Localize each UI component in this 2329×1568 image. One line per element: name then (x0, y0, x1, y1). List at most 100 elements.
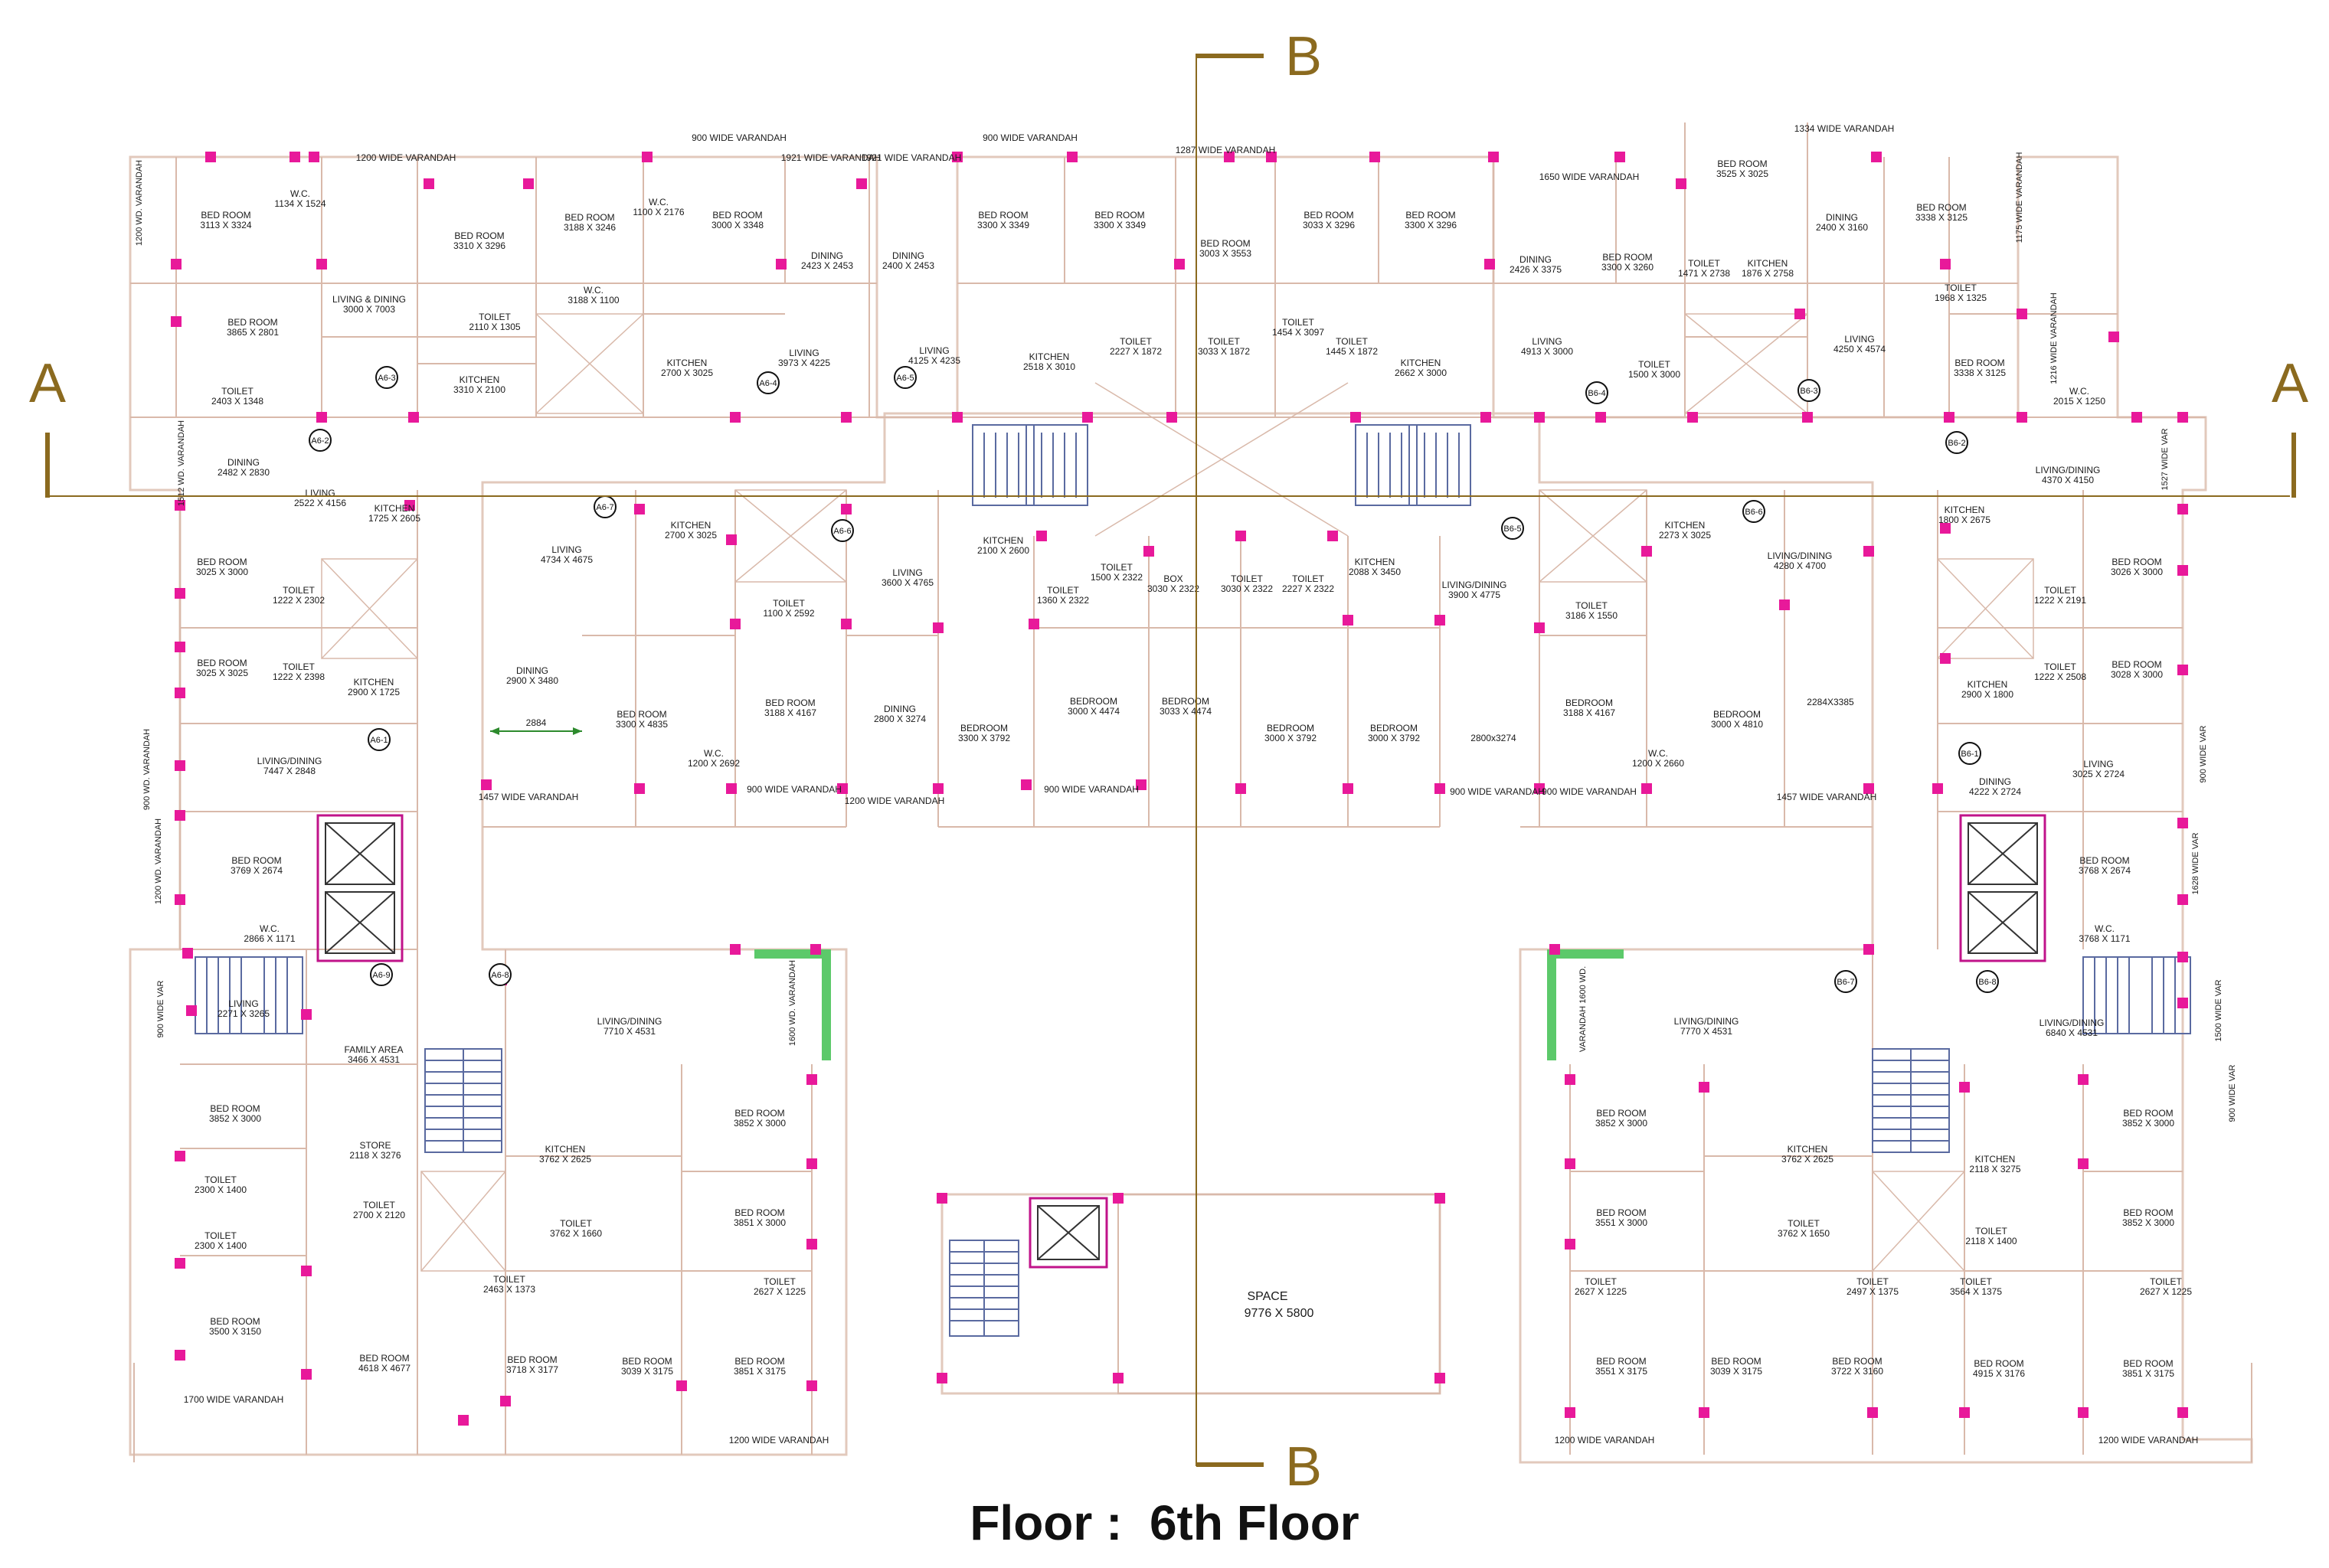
room-name: BED ROOM (507, 1354, 557, 1365)
door-marker (952, 152, 963, 162)
door-marker (676, 1380, 687, 1391)
unit-tag-label: A6-6 (833, 527, 851, 536)
unit-tag-label: B6-1 (1961, 750, 1978, 759)
room-name: BED ROOM (564, 212, 614, 223)
door-marker (730, 944, 741, 955)
room-dimension: 3500 X 3150 (209, 1326, 261, 1337)
room-name: BED ROOM (1200, 238, 1250, 249)
door-marker (1641, 783, 1652, 794)
room-dimension: 2227 X 1872 (1110, 346, 1162, 357)
door-marker (1534, 412, 1545, 423)
door-marker (2131, 412, 2142, 423)
door-marker (1699, 1082, 1709, 1093)
door-marker (1480, 412, 1491, 423)
room-name: KITCHEN (375, 503, 415, 514)
room-dimension: 3718 X 3177 (506, 1364, 558, 1375)
room-dimension: 3188 X 1100 (568, 295, 619, 305)
room-name: BED ROOM (1974, 1358, 2023, 1369)
door-marker (806, 1239, 817, 1250)
door-marker (642, 152, 653, 162)
door-marker (1434, 615, 1445, 626)
room-dimension: 2088 X 3450 (1349, 567, 1401, 577)
unit-tag-label: B6-4 (1588, 389, 1605, 398)
door-marker (1235, 531, 1246, 541)
room-dimension: 2866 X 1171 (244, 933, 295, 944)
room-name: TOILET (764, 1276, 796, 1287)
room-dimension: 2015 X 1250 (2053, 396, 2105, 407)
room-name: BEDROOM (1565, 697, 1613, 708)
door-marker (2078, 1074, 2089, 1085)
room-dimension: 1222 X 2508 (2034, 671, 2086, 682)
door-marker (1940, 653, 1951, 664)
door-marker (952, 412, 963, 423)
unit-tag-label: A6-3 (378, 374, 395, 383)
room-dimension: 3003 X 3553 (1199, 248, 1251, 259)
room-dimension: 3851 X 3175 (2122, 1368, 2174, 1379)
room-dimension: 2900 X 1800 (1961, 689, 2013, 700)
room-name: 1287 WIDE VARANDAH (1176, 145, 1275, 155)
room-dimension: 3000 X 4810 (1711, 719, 1763, 730)
door-marker (301, 1369, 312, 1380)
room-dimension: 2900 X 3480 (506, 675, 558, 686)
door-marker (1434, 1193, 1445, 1204)
door-marker (404, 500, 415, 511)
door-marker (1350, 412, 1361, 423)
room-dimension: 2700 X 3025 (661, 368, 713, 378)
door-marker (2177, 998, 2188, 1008)
room-dimension: 2627 X 1225 (2140, 1286, 2192, 1297)
door-marker (2177, 952, 2188, 962)
room-name: KITCHEN (1029, 351, 1070, 362)
room-dimension: 3762 X 1660 (550, 1228, 602, 1239)
room-dimension: 3030 X 2322 (1147, 583, 1199, 594)
room-name: BEDROOM (1370, 723, 1418, 733)
room-name: KITCHEN (671, 520, 711, 531)
door-marker (175, 760, 185, 771)
room-dimension: 2700 X 3025 (665, 530, 717, 541)
room-name: LIVING (551, 544, 581, 555)
door-marker (1067, 152, 1078, 162)
room-name: 900 WIDE VARANDAH (1044, 784, 1139, 795)
door-marker (1641, 546, 1652, 557)
room-dimension: 1100 X 2176 (633, 207, 684, 217)
room-dimension: 2662 X 3000 (1395, 368, 1447, 378)
room-name: LIVING (919, 345, 949, 356)
room-name: BED ROOM (765, 697, 815, 708)
room-name: 1921 WIDE VARANDAH (781, 152, 881, 163)
room-dimension: 1800 X 2675 (1938, 514, 1990, 525)
door-marker (1113, 1193, 1124, 1204)
room-dimension: 4280 X 4700 (1774, 560, 1826, 571)
room-name: BED ROOM (210, 1316, 260, 1327)
door-marker (1266, 152, 1277, 162)
room-name: 1200 WIDE VARANDAH (356, 152, 456, 163)
room-dimension: 3762 X 2625 (539, 1154, 591, 1165)
room-dimension: 3186 X 1550 (1565, 610, 1618, 621)
room-dimension: 1222 X 2398 (273, 671, 325, 682)
room-dimension: 1134 X 1524 (274, 198, 325, 209)
unit-tag-circle (1501, 517, 1524, 540)
unit-tag-circle (894, 366, 917, 389)
room-name: BED ROOM (2123, 1358, 2173, 1369)
door-marker (2017, 412, 2027, 423)
room-dimension: 3300 X 3349 (1094, 220, 1146, 230)
room-name: LIVING & DINING (332, 294, 406, 305)
room-dimension: 4370 X 4150 (2042, 475, 2094, 485)
door-marker (1871, 152, 1882, 162)
room-name: TOILET (1788, 1218, 1820, 1229)
door-marker (408, 412, 419, 423)
door-marker (1021, 779, 1032, 790)
door-marker (289, 152, 300, 162)
room-dimension: 1968 X 1325 (1935, 292, 1987, 303)
room-dimension: 1876 X 2758 (1742, 268, 1794, 279)
room-name: LIVING/DINING (597, 1016, 662, 1027)
room-dimension: 4913 X 3000 (1521, 346, 1573, 357)
room-dimension: 2426 X 3375 (1510, 264, 1562, 275)
room-dimension: 3600 X 4765 (882, 577, 934, 588)
door-marker (1136, 779, 1147, 790)
vertical-label: VARANDAH 1600 WD. (1578, 966, 1588, 1052)
floor-prefix: Floor : (970, 1495, 1123, 1550)
room-name: DINING (1826, 212, 1858, 223)
door-marker (301, 1266, 312, 1276)
door-marker (175, 588, 185, 599)
room-dimension: 6840 X 4531 (2046, 1027, 2098, 1038)
